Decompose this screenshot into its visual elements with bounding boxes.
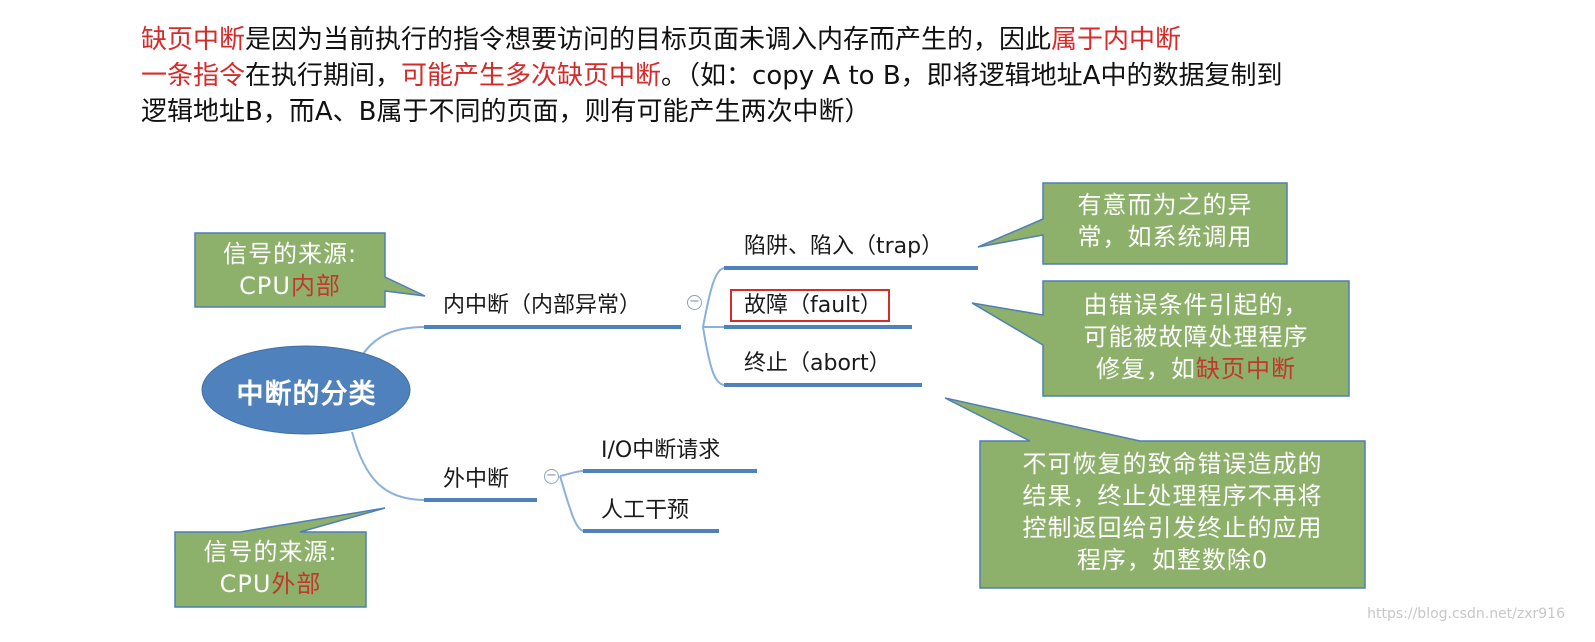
callout-trap-text: 有意而为之的异 常，如系统调用 [1043, 189, 1287, 253]
callout-line: 控制返回给引发终止的应用 [1022, 514, 1323, 542]
callout-internal-source-text: 信号的来源: CPU内部 [195, 238, 385, 302]
callout-external-source [174, 507, 386, 608]
intro-line-1: 缺页中断是因为当前执行的指令想要访问的目标页面未调入内存而产生的，因此属于内中断 [141, 22, 1471, 58]
intro-text: 在执行期间， [245, 61, 402, 91]
callout-fault-text: 由错误条件引起的， 可能被故障处理程序 修复，如缺页中断 [1043, 289, 1349, 385]
io-interrupt-label: I/O中断请求 [601, 438, 721, 463]
root-node [201, 345, 411, 435]
manual-intervention-label: 人工干预 [601, 498, 690, 523]
callout-fault [971, 280, 1350, 397]
callout-red-text: 外部 [271, 570, 322, 598]
intro-red-one-instruction: 一条指令 [141, 61, 246, 91]
callout-cpu-text: CPU [239, 272, 291, 300]
callout-trap [977, 182, 1288, 265]
callout-line: 有意而为之的异 [1077, 191, 1253, 219]
internal-interrupt-label: 内中断（内部异常） [443, 293, 642, 318]
trap-label: 陷阱、陷入（trap） [744, 234, 944, 259]
connector-internal-trap [702, 267, 726, 328]
abort-label: 终止（abort） [744, 351, 891, 376]
callout-line: CPU内部 [195, 270, 385, 302]
callout-text-part: 修复，如 [1096, 355, 1196, 383]
callout-abort-text: 不可恢复的致命错误造成的 结果，终止处理程序不再将 控制返回给引发终止的应用 程… [980, 448, 1365, 576]
callout-line: 常，如系统调用 [1077, 223, 1253, 251]
callout-external-source-text: 信号的来源: CPU外部 [175, 536, 366, 600]
intro-line-3: 逻辑地址B，而A、B属于不同的页面，则有可能产生两次中断） [141, 97, 871, 127]
intro-text: 。（如：copy A to B，即将逻辑地址A中的数据复制到 [661, 61, 1283, 91]
intro-paragraph: 缺页中断是因为当前执行的指令想要访问的目标页面未调入内存而产生的，因此属于内中断… [141, 22, 1471, 130]
callout-line: 不可恢复的致命错误造成的 [1022, 450, 1323, 478]
collapse-external-icon[interactable]: − [544, 469, 559, 484]
fault-label: 故障（fault） [744, 293, 882, 318]
root-label: 中断的分类 [236, 378, 377, 410]
callout-line: 程序，如整数除0 [1076, 546, 1269, 574]
fault-highlight-box [730, 289, 890, 322]
connector-external-manual [559, 475, 585, 532]
callout-red-text: 内部 [290, 272, 341, 300]
connector-internal-abort [702, 326, 726, 386]
intro-text: 是因为当前执行的指令想要访问的目标页面未调入内存而产生的，因此 [245, 25, 1052, 55]
callout-line: 信号的来源: [222, 240, 358, 268]
callout-line: 修复，如缺页中断 [1043, 353, 1349, 385]
callout-line: 结果，终止处理程序不再将 [1022, 482, 1323, 510]
callout-abort [944, 397, 1366, 589]
external-interrupt-label: 外中断 [443, 467, 510, 492]
connector-external-io [559, 470, 585, 477]
callout-line: CPU外部 [175, 568, 366, 600]
callout-line: 由错误条件引起的， [1083, 291, 1309, 319]
callout-red-text: 缺页中断 [1196, 355, 1296, 383]
connector-root-external [351, 431, 426, 501]
collapse-internal-icon[interactable]: − [687, 295, 702, 310]
intro-red-internal: 属于内中断 [1051, 25, 1182, 55]
callout-internal-source [194, 232, 426, 308]
intro-red-page-fault: 缺页中断 [141, 25, 246, 55]
intro-line-2: 一条指令在执行期间，可能产生多次缺页中断。（如：copy A to B，即将逻辑… [141, 58, 1471, 94]
callout-line: 可能被故障处理程序 [1083, 323, 1309, 351]
callout-line: 信号的来源: [203, 538, 338, 566]
watermark: https://blog.csdn.net/zxr916 [1367, 606, 1565, 622]
intro-red-multiple-faults: 可能产生多次缺页中断 [401, 61, 662, 91]
callout-cpu-text: CPU [219, 570, 272, 598]
